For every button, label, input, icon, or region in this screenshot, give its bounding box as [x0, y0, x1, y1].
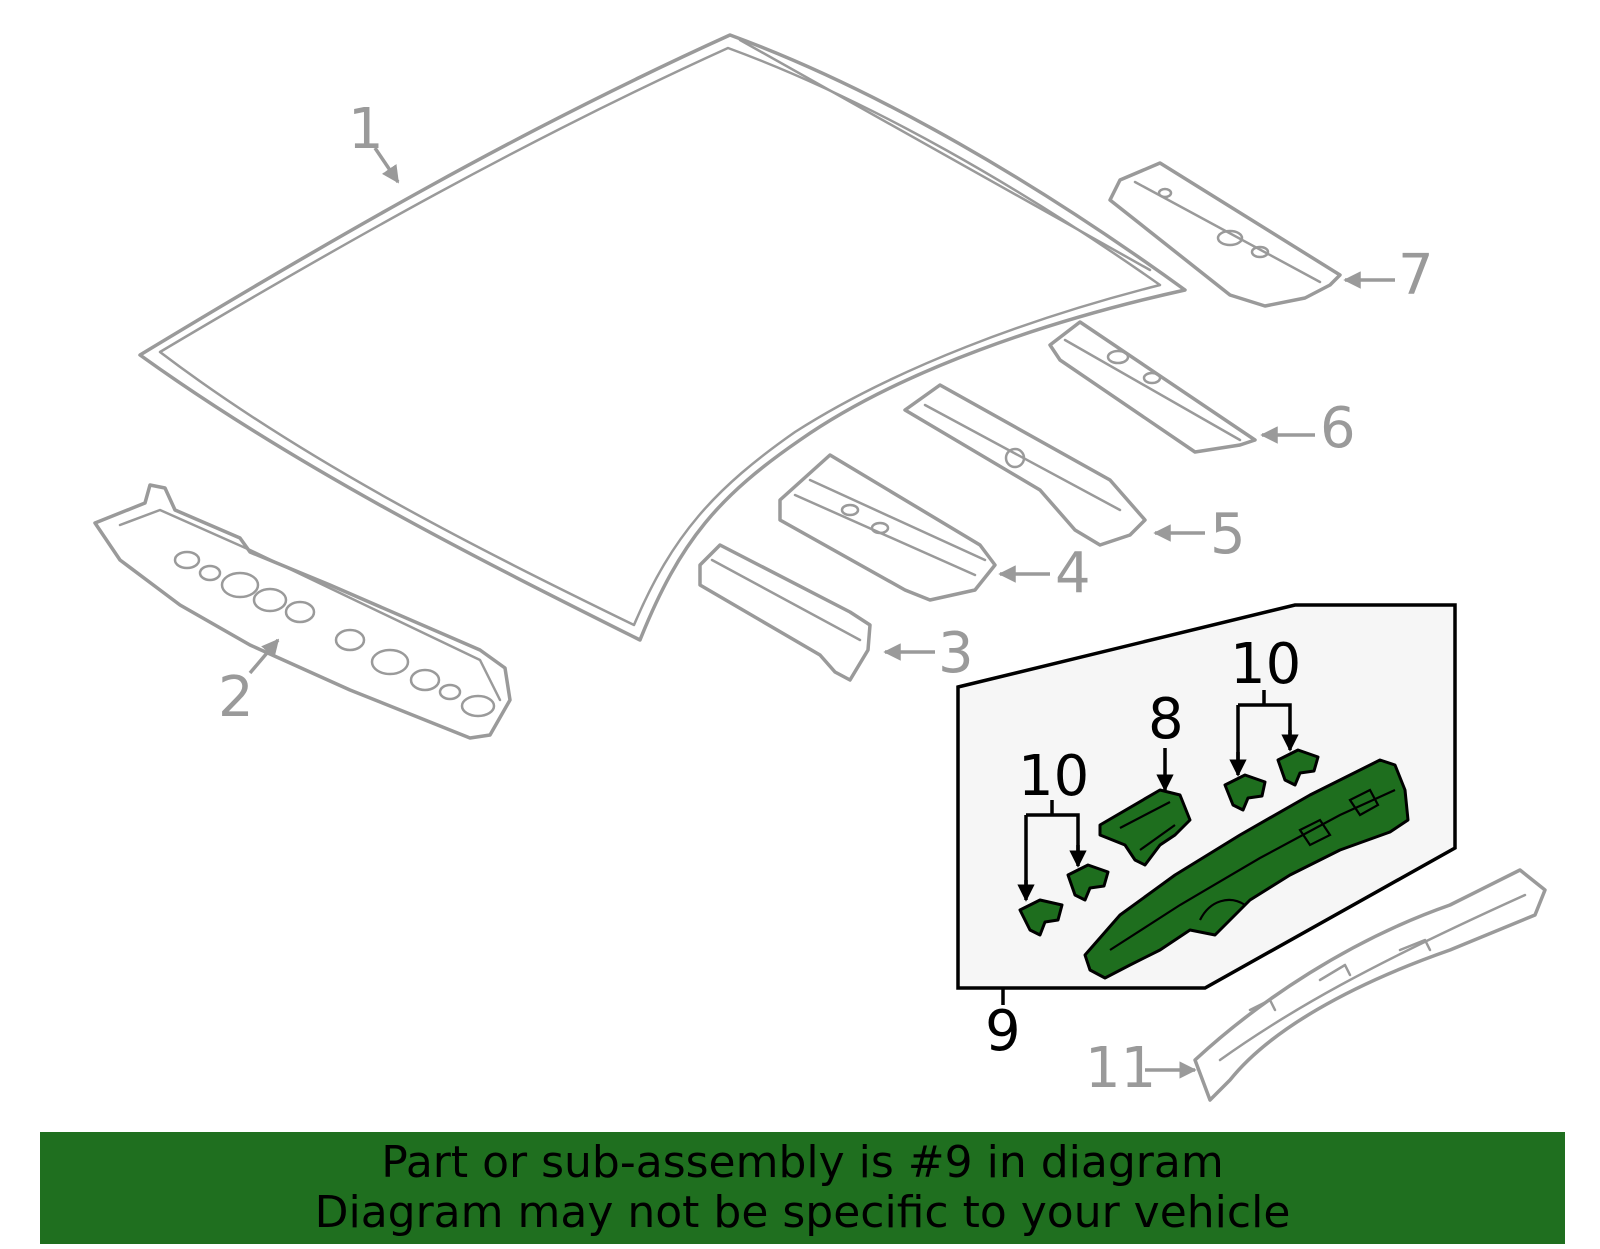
rear-header-part-6	[1048, 320, 1257, 454]
banner-line-1: Part or sub-assembly is #9 in diagram	[381, 1137, 1224, 1188]
callout-9: 9	[985, 999, 1021, 1064]
clip-part-10-b[interactable]	[1066, 863, 1110, 902]
info-banner: Part or sub-assembly is #9 in diagram Di…	[40, 1132, 1565, 1244]
bracket-part-8[interactable]	[1098, 788, 1192, 867]
side-rail-part-11	[1193, 868, 1547, 1102]
leader-1	[373, 147, 400, 184]
callout-7: 7	[1398, 243, 1434, 308]
roof-panel-part-1	[138, 33, 1187, 642]
banner-line-2: Diagram may not be specific to your vehi…	[314, 1187, 1291, 1238]
clip-part-10-a[interactable]	[1018, 898, 1064, 937]
reinforcement-part-7	[1108, 161, 1342, 308]
callout-8: 8	[1148, 687, 1184, 752]
leader-2	[248, 638, 280, 675]
callout-5: 5	[1210, 502, 1246, 567]
roof-bow-part-3	[698, 543, 872, 682]
callout-3: 3	[938, 621, 974, 686]
roof-bow-part-5	[903, 383, 1147, 547]
clip-part-10-c[interactable]	[1223, 773, 1267, 812]
rail-assembly-part-9[interactable]	[1083, 758, 1410, 980]
roof-bow-part-4	[778, 453, 997, 602]
callout-10-left: 10	[1018, 744, 1089, 809]
callout-11: 11	[1085, 1036, 1156, 1101]
callout-4: 4	[1055, 541, 1091, 606]
callout-2: 2	[218, 665, 254, 730]
callout-10-right: 10	[1230, 632, 1301, 697]
callout-6: 6	[1320, 396, 1356, 461]
clip-part-10-d[interactable]	[1276, 748, 1320, 787]
callout-1: 1	[348, 97, 384, 162]
front-header-part-2	[93, 483, 512, 740]
